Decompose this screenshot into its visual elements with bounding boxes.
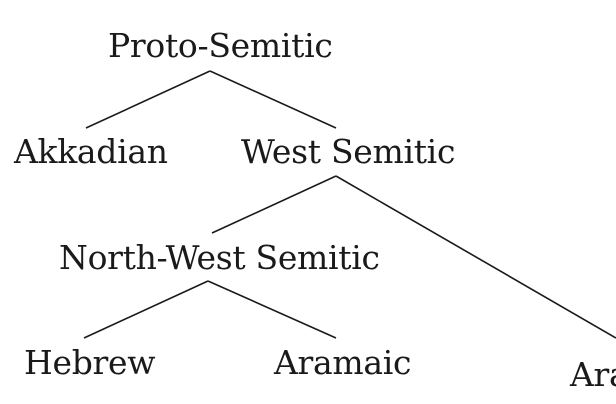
node-akkadian: Akkadian bbox=[14, 132, 168, 171]
node-north-west-semitic: North-West Semitic bbox=[59, 238, 380, 277]
node-west-semitic: West Semitic bbox=[241, 132, 456, 171]
node-aramaic: Aramaic bbox=[274, 343, 412, 382]
edge-west-arabic bbox=[335, 175, 616, 339]
node-proto-semitic: Proto-Semitic bbox=[108, 26, 333, 65]
edge-west-northwest bbox=[211, 175, 337, 234]
edge-northwest-aramaic bbox=[207, 280, 337, 339]
edge-proto-akkadian bbox=[85, 70, 211, 129]
edge-proto-west bbox=[209, 70, 337, 129]
node-hebrew: Hebrew bbox=[24, 343, 156, 382]
edge-northwest-hebrew bbox=[83, 280, 209, 339]
node-arabic-cropped: Ara bbox=[570, 355, 616, 394]
